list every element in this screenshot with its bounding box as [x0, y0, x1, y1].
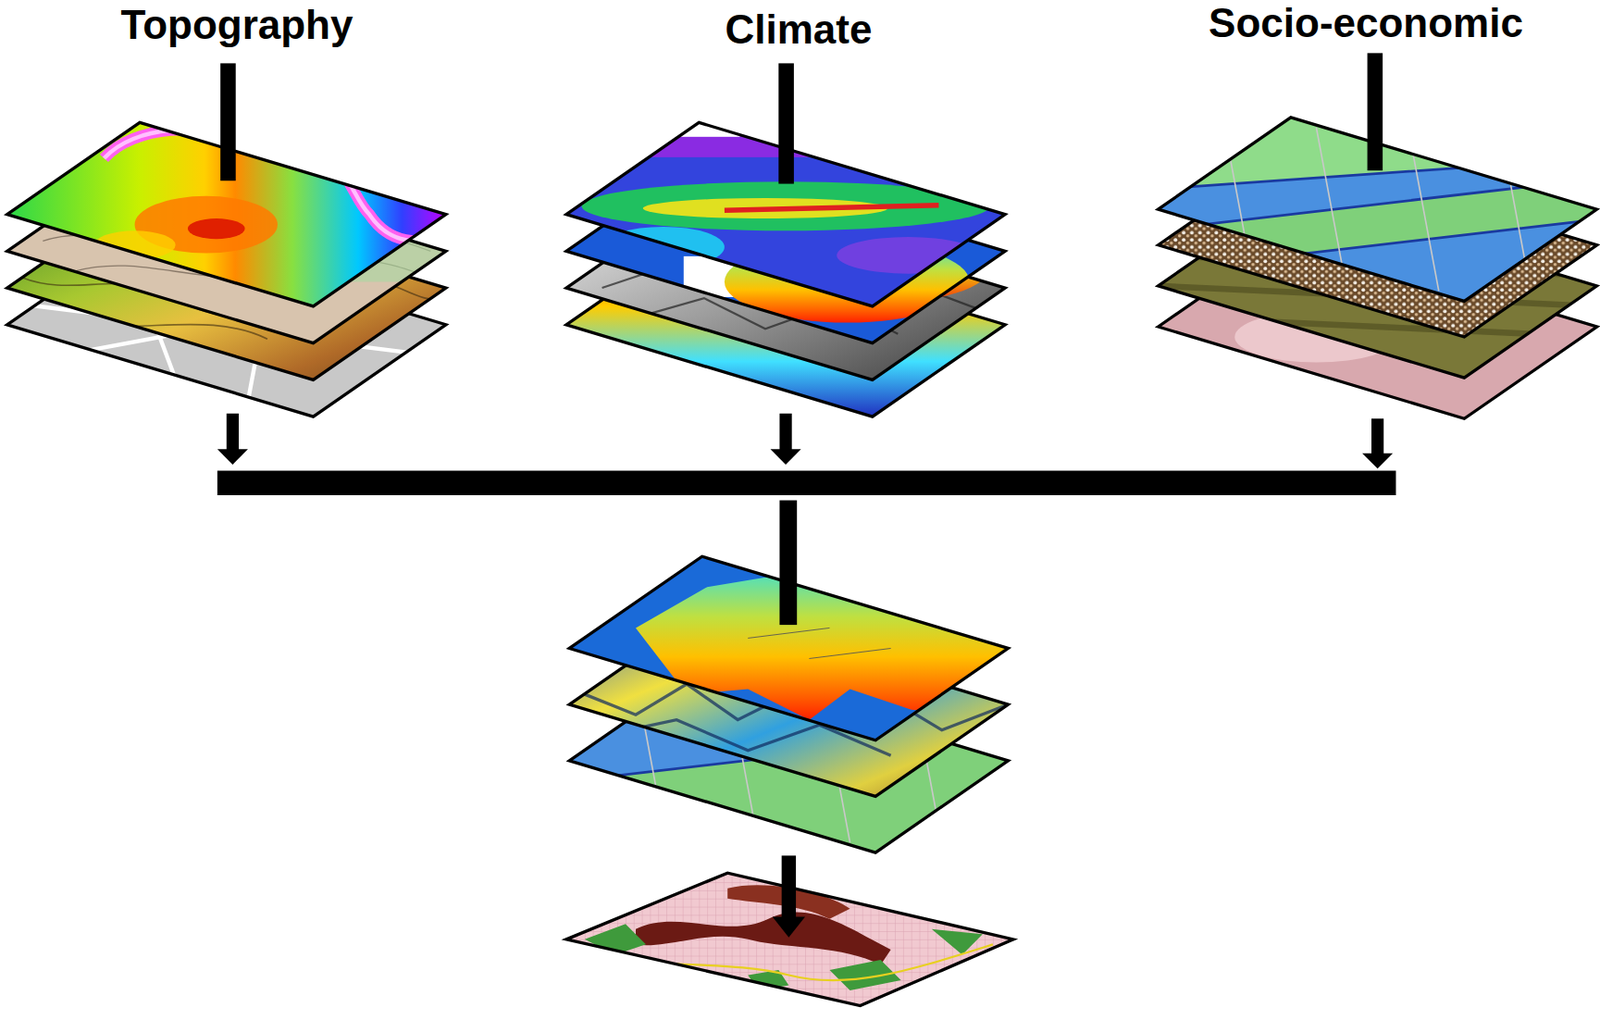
layer-stack: Topography: [121, 2, 354, 48]
stack-heading: Topography: [121, 2, 354, 48]
result-arrow: [772, 855, 806, 937]
layer-stack: Socio-economic: [1208, 0, 1524, 46]
merge-arrow: [779, 500, 797, 626]
stack-heading: Socio-economic: [1208, 0, 1524, 46]
flow-arrows: [217, 52, 1397, 496]
layer-stack: Climate: [725, 7, 873, 52]
stack-heading: Climate: [725, 7, 873, 52]
